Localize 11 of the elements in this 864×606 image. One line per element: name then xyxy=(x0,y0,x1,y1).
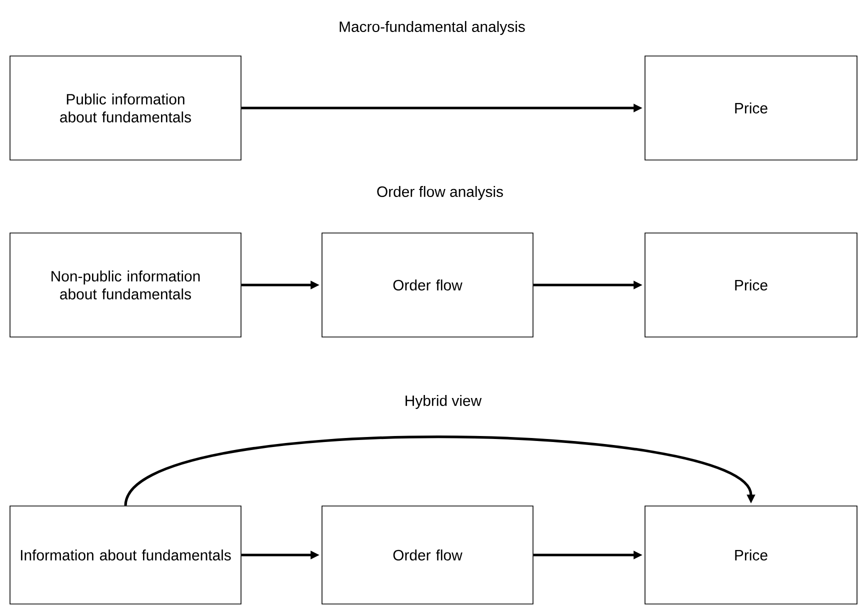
process-box: Order flow xyxy=(322,506,534,604)
process-box: Order flow xyxy=(322,232,534,338)
process-box: Price xyxy=(644,232,858,338)
process-box: Non-public information about fundamentals xyxy=(10,232,242,338)
process-box: Information about fundamentals xyxy=(10,506,242,604)
process-box: Price xyxy=(644,56,858,160)
section-heading: Macro-fundamental analysis xyxy=(340,21,525,35)
section-heading: Hybrid view xyxy=(406,395,482,409)
process-box: Price xyxy=(644,506,858,604)
process-box: Public information about fundamentals xyxy=(10,56,242,160)
section-heading: Order flow analysis xyxy=(377,186,503,200)
